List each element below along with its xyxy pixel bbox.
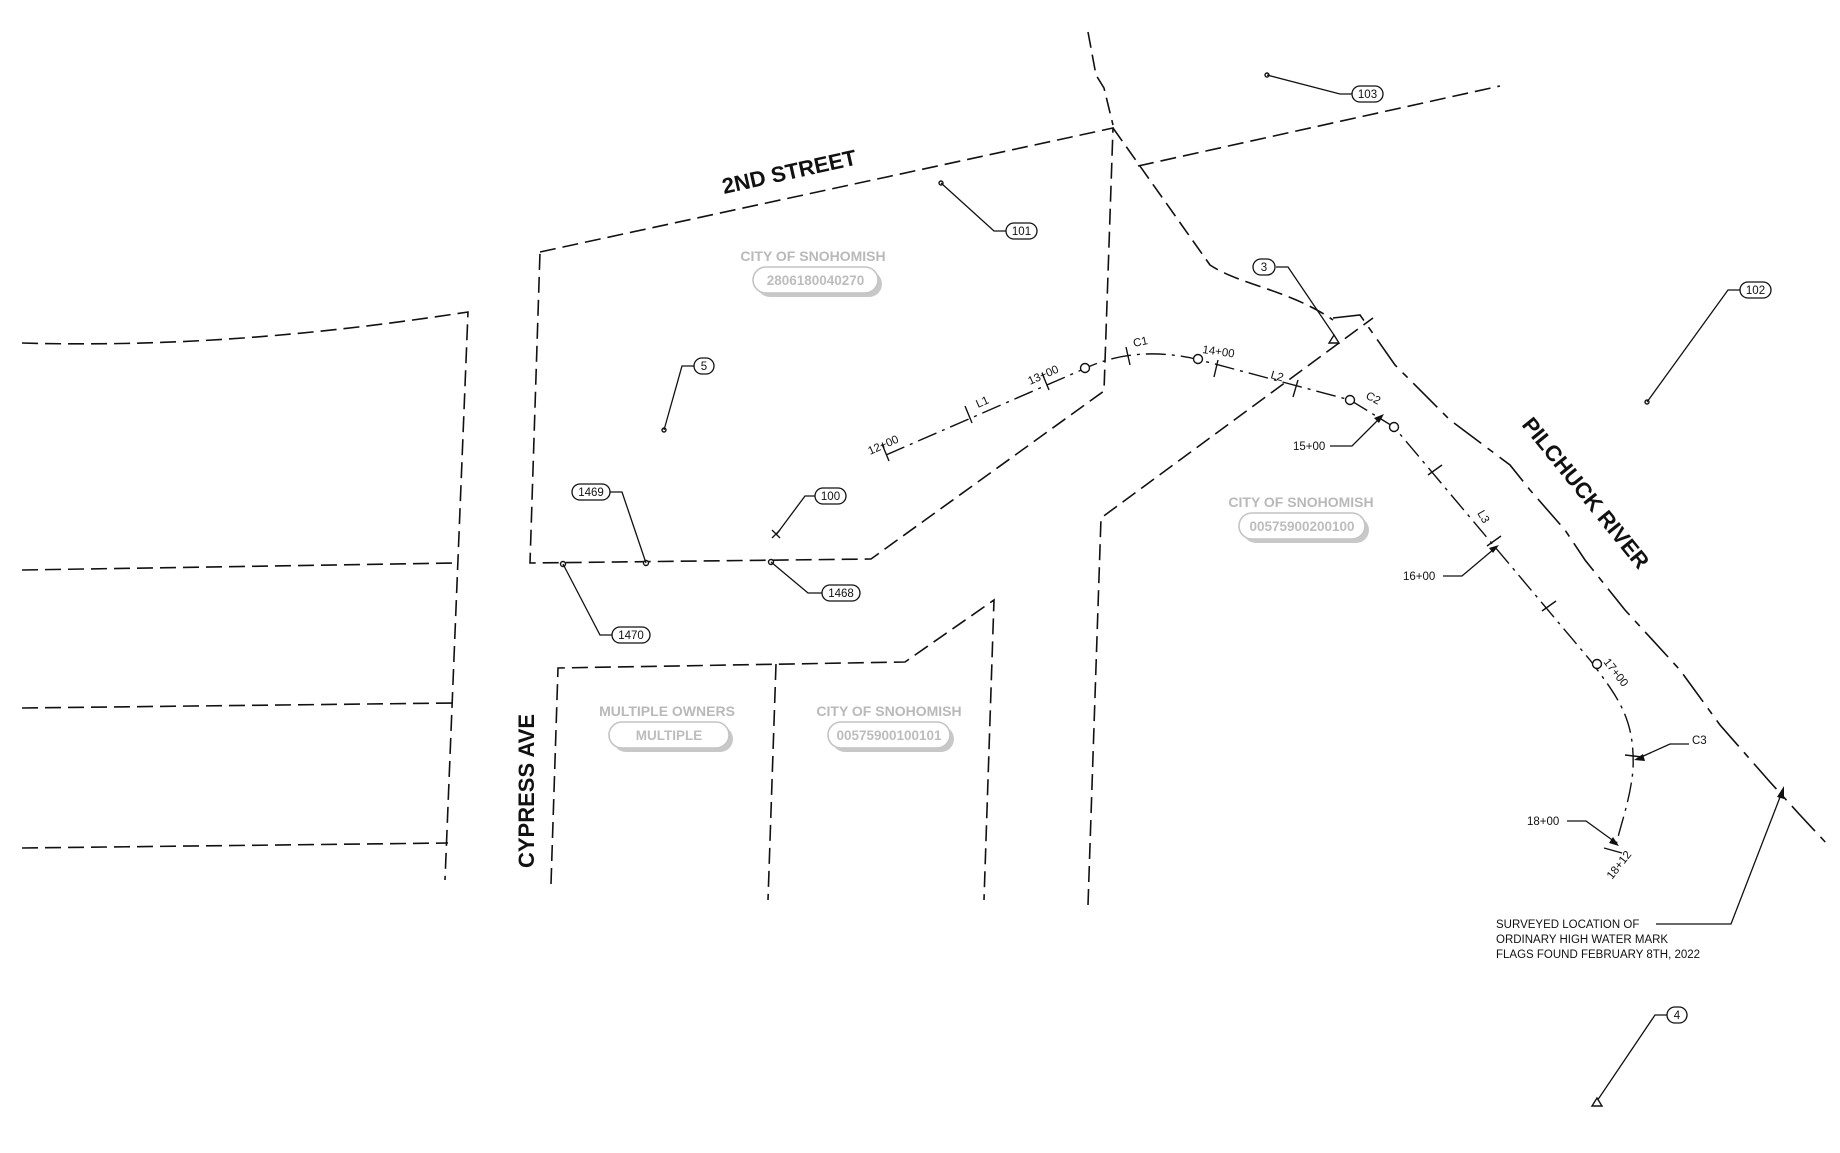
tick-1300 [1041,372,1050,391]
segment-label-l3: L3 [1474,509,1491,526]
pc-point-3 [1591,658,1603,670]
parcel-id-4: 00575900100101 [836,728,942,743]
tag-100-label: 100 [821,491,840,503]
station-label-1600: 16+00 [1403,571,1435,583]
segment-label-c3: C3 [1692,735,1707,747]
pc-point-2 [1344,394,1356,406]
segment-label-c1: C1 [1132,335,1149,350]
tick-1812 [1603,847,1623,854]
parcel-owner-4: CITY OF SNOHOMISH [816,703,961,719]
alignment-centerline [881,346,1643,854]
segment-label-l1: L1 [974,395,991,411]
ohwm-note: SURVEYED LOCATION OF ORDINARY HIGH WATER… [1496,786,1784,961]
pt-point-2 [1388,421,1400,433]
segment-label-l2: L2 [1269,369,1285,384]
tag-101-label: 101 [1012,226,1031,238]
tag-100 [814,487,847,505]
segment-label-c2: C2 [1364,390,1383,407]
note-line-2: ORDINARY HIGH WATER MARK [1496,934,1668,946]
station-label-1700: 17+00 [1601,656,1630,689]
river-ohwm-line [1332,314,1829,846]
station-leaders [1330,414,1689,846]
tag-1468-label: 1468 [828,588,854,600]
station-label-1800: 18+00 [1527,816,1559,828]
tick-l3a [1427,464,1443,476]
parcel-id-1: 2806180040270 [767,273,865,288]
note-line-3: FLAGS FOUND FEBRUARY 8TH, 2022 [1496,949,1700,961]
south-parcel-lines [550,598,995,901]
station-labels: 12+00 13+00 14+00 15+00 16+00 17+00 18+0… [866,344,1634,882]
parcel-id-2: 00575900200100 [1249,519,1354,534]
street-label-cypress-ave: CYPRESS AVE [514,714,539,868]
tick-l2b [1292,379,1299,398]
tick-l1 [964,405,973,424]
main-parcel-boundary [529,127,1114,564]
station-label-1300: 13+00 [1026,364,1060,388]
tag-4-label: 4 [1674,1010,1681,1022]
street-label-2nd-street: 2ND STREET [720,145,860,199]
point-tags: 103 101 3 102 5 1469 100 [559,72,1772,1107]
parcel-owner-1: CITY OF SNOHOMISH [740,248,885,264]
parcel-label-1: CITY OF SNOHOMISH 2806180040270 [740,248,886,297]
tag-5 [693,357,715,375]
tag-5-label: 5 [701,361,707,373]
tag-4 [1666,1006,1688,1024]
tag-1468 [821,584,861,602]
tag-103 [1351,85,1384,103]
tag-3 [1252,258,1276,276]
parcel-owner-2: CITY OF SNOHOMISH [1228,494,1373,510]
tag-102 [1739,281,1772,299]
tag-102-label: 102 [1746,285,1765,297]
tick-1200 [881,443,890,462]
tag-3-label: 3 [1261,262,1267,274]
parcel-owner-3: MULTIPLE OWNERS [599,703,735,719]
tick-c1 [1125,346,1131,366]
station-label-1400: 14+00 [1202,344,1236,360]
parcel-id-3: MULTIPLE [636,728,703,743]
tag-101 [1005,222,1038,240]
tag-1469 [571,483,611,501]
pt-point-1 [1192,353,1204,365]
station-label-1200: 12+00 [866,434,900,458]
parcel-label-3: MULTIPLE OWNERS MULTIPLE [599,703,735,752]
tick-l2a [1213,359,1219,378]
parcel-label-2: CITY OF SNOHOMISH 00575900200100 [1228,494,1374,543]
station-label-1500: 15+00 [1293,441,1325,453]
north-lines [1087,31,1501,167]
tag-1470 [611,626,651,644]
tick-l3b [1541,600,1557,612]
tag-1470-label: 1470 [618,630,644,642]
note-line-1: SURVEYED LOCATION OF [1496,919,1639,931]
left-parcel-lines [21,311,469,881]
tag-103-label: 103 [1358,89,1377,101]
parcel-label-4: CITY OF SNOHOMISH 00575900100101 [816,703,962,752]
tick-1600 [1486,535,1502,547]
pc-point-1 [1079,362,1091,374]
station-label-1812: 18+12 [1605,849,1634,882]
tag-1469-label: 1469 [578,487,604,499]
river-label-pilchuck: PILCHUCK RIVER [1517,412,1654,573]
